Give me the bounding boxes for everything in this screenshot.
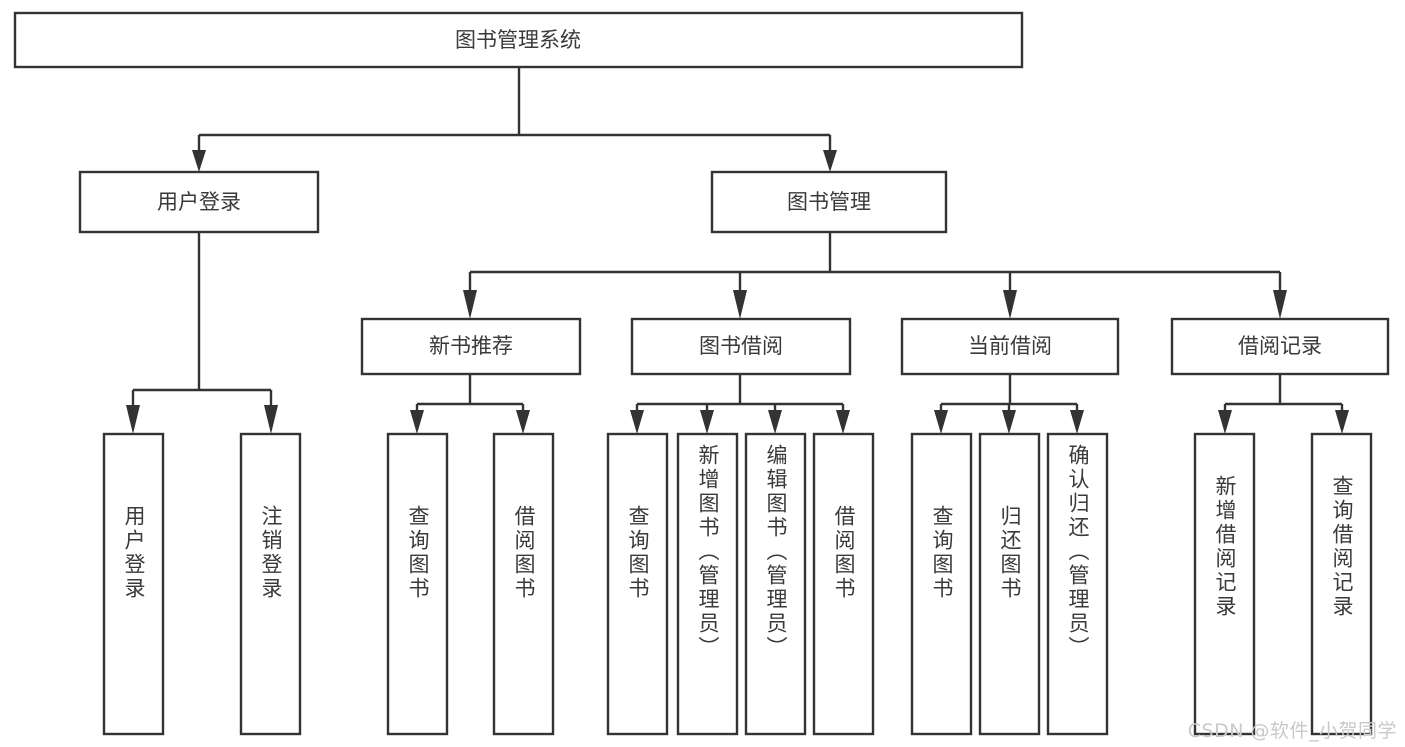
connector-group (126, 67, 1349, 434)
leaf-box-new-book-2[interactable] (492, 432, 555, 736)
arrow-current-leaf-1 (934, 410, 948, 434)
node-book-management-label: 图书管理 (787, 190, 871, 214)
node-borrow-record-box[interactable] (1170, 317, 1390, 376)
node-current-borrow-label: 当前借阅 (968, 334, 1052, 358)
csdn-watermark: CSDN @软件_小贺同学 (1187, 720, 1397, 742)
leaf-box-current-1[interactable] (910, 432, 973, 736)
arrow-root-to-books (823, 150, 837, 172)
arrow-new-leaf-1 (410, 410, 424, 434)
node-current-borrow[interactable]: 当前借阅 (900, 317, 1120, 376)
node-user-login-label: 用户登录 (157, 190, 241, 214)
leaf-box-current-3[interactable] (1046, 432, 1109, 736)
arrow-record-leaf-1 (1218, 410, 1232, 434)
node-root-box[interactable] (13, 11, 1024, 69)
arrow-books-to-current (1003, 290, 1017, 319)
arrow-books-to-record (1273, 290, 1287, 319)
arrow-new-leaf-2 (516, 410, 530, 434)
arrow-borrow-leaf-1 (630, 410, 644, 434)
node-root-label: 图书管理系统 (455, 28, 581, 52)
node-book-borrow-label: 图书借阅 (699, 334, 783, 358)
leaf-box-current-2[interactable] (978, 432, 1041, 736)
arrow-record-leaf-2 (1335, 410, 1349, 434)
node-new-book-recommend-label: 新书推荐 (429, 334, 513, 358)
node-user-login[interactable]: 用户登录 (78, 170, 320, 234)
node-current-borrow-box[interactable] (900, 317, 1120, 376)
arrow-books-to-borrow (733, 290, 747, 319)
arrow-current-leaf-2 (1002, 410, 1016, 434)
arrow-root-to-user (192, 150, 206, 172)
node-book-borrow[interactable]: 图书借阅 (630, 317, 852, 376)
arrow-user-leaf-2 (264, 405, 278, 434)
node-root[interactable]: 图书管理系统 (13, 11, 1024, 69)
node-book-management-box[interactable] (710, 170, 948, 234)
node-new-book-recommend-box[interactable] (360, 317, 582, 376)
leaf-box-borrow-4[interactable] (812, 432, 875, 736)
leaf-box-borrow-3[interactable] (744, 432, 807, 736)
leaf-box-borrow-2[interactable] (676, 432, 739, 736)
leaf-box-record-1[interactable] (1193, 432, 1256, 736)
node-book-management[interactable]: 图书管理 (710, 170, 948, 234)
node-borrow-record-label: 借阅记录 (1238, 334, 1322, 358)
node-book-borrow-box[interactable] (630, 317, 852, 376)
node-borrow-record[interactable]: 借阅记录 (1170, 317, 1390, 376)
arrow-borrow-leaf-4 (836, 410, 850, 434)
arrow-borrow-leaf-2 (700, 410, 714, 434)
leaf-box-user-login-2[interactable] (239, 432, 302, 736)
arrow-current-leaf-3 (1070, 410, 1084, 434)
arrow-borrow-leaf-3 (768, 410, 782, 434)
leaf-box-record-2[interactable] (1310, 432, 1373, 736)
leaf-box-user-login-1[interactable] (102, 432, 165, 736)
node-new-book-recommend[interactable]: 新书推荐 (360, 317, 582, 376)
arrow-user-leaf-1 (126, 405, 140, 434)
node-user-login-box[interactable] (78, 170, 320, 234)
leaf-box-group (102, 432, 1373, 736)
leaf-box-borrow-1[interactable] (606, 432, 669, 736)
arrow-books-to-new (463, 290, 477, 319)
leaf-box-new-book-1[interactable] (386, 432, 449, 736)
